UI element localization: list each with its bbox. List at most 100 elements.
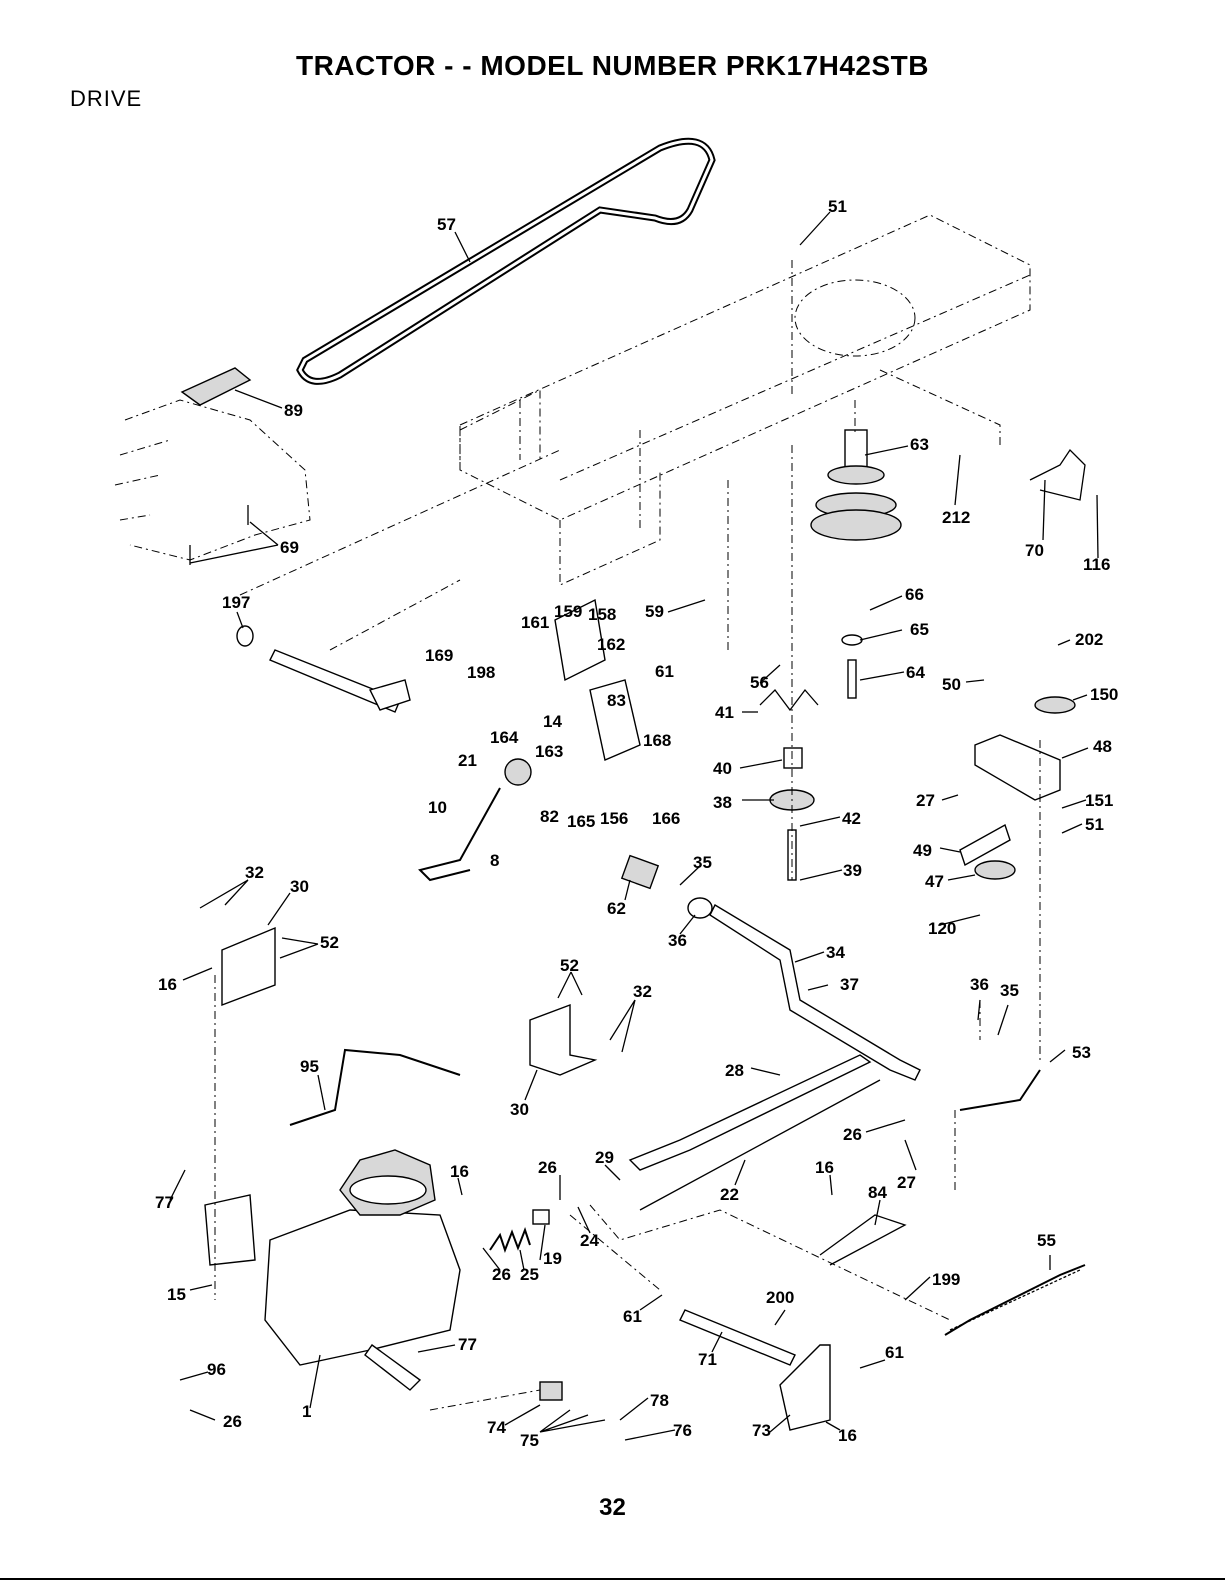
callout-15: 15: [167, 1285, 186, 1304]
callout-82: 82: [540, 807, 559, 826]
callout-16b: 16: [450, 1162, 469, 1181]
callout-52: 52: [320, 933, 339, 952]
callout-51b: 51: [1085, 815, 1104, 834]
callout-70: 70: [1025, 541, 1044, 560]
callout-47: 47: [925, 872, 944, 891]
page-title: TRACTOR - - MODEL NUMBER PRK17H42STB: [295, 50, 929, 81]
callout-161: 161: [521, 613, 549, 632]
transaxle-1: [204, 1149, 461, 1391]
callout-8: 8: [490, 851, 499, 870]
rod-28: [628, 1054, 872, 1171]
callout-40: 40: [713, 759, 732, 778]
callout-41: 41: [715, 703, 734, 722]
callout-89: 89: [284, 401, 303, 420]
callout-26c: 26: [492, 1265, 511, 1284]
callout-61: 61: [655, 662, 674, 681]
washer-65: [841, 634, 863, 646]
callout-51: 51: [828, 197, 847, 216]
callout-35b: 35: [1000, 981, 1019, 1000]
callout-159: 159: [554, 602, 582, 621]
callout-165: 165: [567, 812, 595, 831]
bracket-165: [589, 679, 641, 761]
bracket-73: [779, 1344, 831, 1431]
callout-198: 198: [467, 663, 495, 682]
callout-78: 78: [650, 1391, 669, 1410]
callout-56: 56: [750, 673, 769, 692]
callout-96: 96: [207, 1360, 226, 1379]
callout-32b: 32: [633, 982, 652, 1001]
fender-outline: [114, 399, 311, 561]
callout-65: 65: [910, 620, 929, 639]
callout-26d: 26: [223, 1412, 242, 1431]
bushing-40: [783, 747, 803, 769]
callout-61b: 61: [623, 1307, 642, 1326]
knob-21: [504, 758, 532, 786]
callout-30: 30: [290, 877, 309, 896]
callout-48: 48: [1093, 737, 1112, 756]
callout-156: 156: [600, 809, 628, 828]
bracket-30-upper: [221, 926, 276, 1007]
spring-41: [759, 688, 819, 712]
rod-53: [959, 1069, 1041, 1111]
bracket-158: [554, 598, 606, 682]
bar-71: [679, 1309, 796, 1366]
callout-42: 42: [842, 809, 861, 828]
callout-62: 62: [607, 899, 626, 918]
callout-164: 164: [490, 728, 519, 747]
callout-49: 49: [913, 841, 932, 860]
callout-197: 197: [222, 593, 250, 612]
callout-77b: 77: [458, 1335, 477, 1354]
callout-74: 74: [487, 1418, 506, 1437]
callout-26: 26: [843, 1125, 862, 1144]
callout-95: 95: [300, 1057, 319, 1076]
lever-8: [418, 787, 501, 882]
callout-39: 39: [843, 861, 862, 880]
callout-37: 37: [840, 975, 859, 994]
assembly-lines: [214, 260, 1041, 1411]
callout-168: 168: [643, 731, 671, 750]
callout-83: 83: [607, 691, 626, 710]
callout-32: 32: [245, 863, 264, 882]
callout-163: 163: [535, 742, 563, 761]
callout-76: 76: [673, 1421, 692, 1440]
spacer-19: [532, 1209, 550, 1225]
callout-64: 64: [906, 663, 925, 682]
rod-95: [289, 1048, 461, 1126]
callout-200: 200: [766, 1288, 794, 1307]
bracket-48: [974, 734, 1061, 801]
callout-14: 14: [543, 712, 562, 731]
callout-151: 151: [1085, 791, 1113, 810]
bracket-49: [959, 823, 1011, 867]
callout-36b: 36: [970, 975, 989, 994]
callout-71: 71: [698, 1350, 717, 1369]
callout-75: 75: [520, 1431, 539, 1450]
callout-116: 116: [1083, 555, 1110, 574]
screw-69: [189, 505, 249, 565]
shaft-34: [620, 854, 921, 1081]
section-heading: DRIVE: [70, 86, 143, 111]
bottom-rule: [0, 1578, 1225, 1580]
callout-22: 22: [720, 1185, 739, 1204]
callout-16c: 16: [815, 1158, 834, 1177]
callout-35: 35: [693, 853, 712, 872]
callout-166: 166: [652, 809, 680, 828]
bolt-64: [847, 659, 857, 699]
bushing-74: [539, 1381, 563, 1401]
callout-84: 84: [868, 1183, 887, 1202]
belt-57: [296, 137, 716, 385]
callout-labels: 57 51 89 63 212 70 116 69 197 66 59 161 …: [155, 197, 1118, 1450]
callout-59: 59: [645, 602, 664, 621]
spring-25: [489, 1227, 531, 1253]
callout-61c: 61: [885, 1343, 904, 1362]
callout-16d: 16: [838, 1426, 857, 1445]
callout-28: 28: [725, 1061, 744, 1080]
page-number: 32: [599, 1494, 626, 1521]
callout-30b: 30: [510, 1100, 529, 1119]
callout-212: 212: [942, 508, 970, 527]
callout-169: 169: [425, 646, 453, 665]
callout-66: 66: [905, 585, 924, 604]
rod-22: [639, 1079, 881, 1211]
callout-150: 150: [1090, 685, 1118, 704]
callout-162: 162: [597, 635, 625, 654]
